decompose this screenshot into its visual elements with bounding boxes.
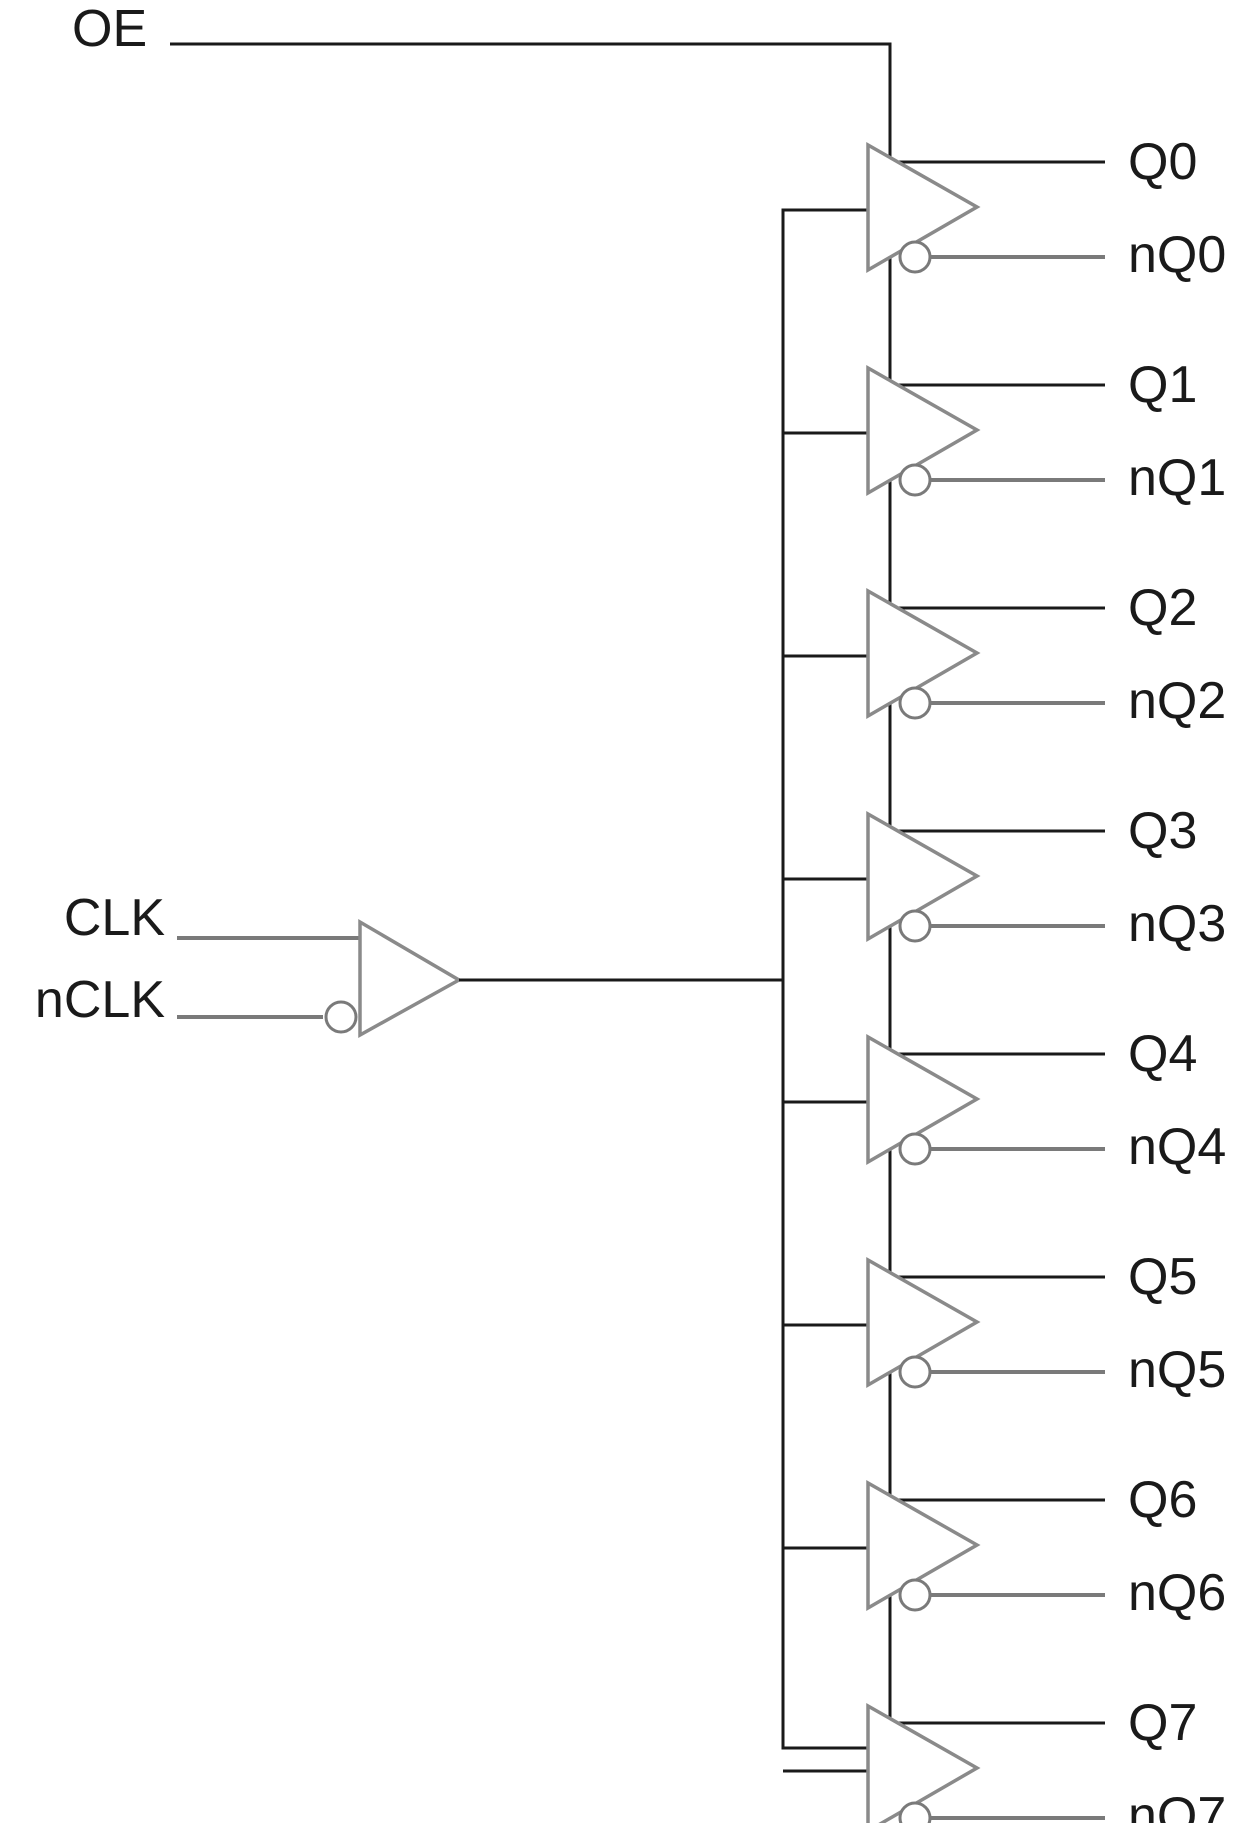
nq-output-label: nQ0: [1128, 226, 1226, 284]
q-output-label: Q5: [1128, 1248, 1197, 1306]
output-stage-5: Q5 nQ5: [783, 1248, 1226, 1399]
output-buffer: [866, 1033, 981, 1166]
clk-label: CLK: [64, 889, 165, 947]
nq-output-label: nQ5: [1128, 1341, 1226, 1399]
output-stage-2: Q2 nQ2: [783, 579, 1226, 730]
output-stage-6: Q6 nQ6: [783, 1471, 1226, 1622]
inversion-bubble: [898, 1801, 932, 1823]
oe-wire: [170, 42, 892, 1720]
output-stage-1: Q1 nQ1: [783, 356, 1226, 507]
q-output-label: Q7: [1128, 1694, 1197, 1752]
input-buffer: [358, 918, 463, 1038]
nq-output-label: nQ1: [1128, 449, 1226, 507]
q-output-label: Q4: [1128, 1025, 1197, 1083]
inversion-bubble: [898, 240, 932, 274]
output-stage-0: Q0 nQ0: [866, 133, 1226, 284]
inversion-bubble: [898, 909, 932, 943]
nclk-inversion-bubble: [324, 1000, 358, 1034]
nq-output-label: nQ4: [1128, 1118, 1226, 1176]
q-output-label: Q1: [1128, 356, 1197, 414]
output-buffer: [866, 1479, 981, 1612]
output-buffer: [866, 364, 981, 497]
q-output-label: Q3: [1128, 802, 1197, 860]
nq-output-label: nQ2: [1128, 672, 1226, 730]
inversion-bubble: [898, 1578, 932, 1612]
nclk-label: nCLK: [35, 971, 165, 1029]
output-buffer: [866, 141, 981, 274]
inversion-bubble: [898, 1355, 932, 1389]
output-stage-3: Q3 nQ3: [783, 802, 1226, 953]
inversion-bubble: [898, 463, 932, 497]
output-stage-7: Q7 nQ7: [783, 1694, 1226, 1823]
nq-output-label: nQ6: [1128, 1564, 1226, 1622]
q-output-label: Q6: [1128, 1471, 1197, 1529]
oe-label: OE: [72, 0, 147, 58]
inversion-bubble: [898, 1132, 932, 1166]
output-buffer: [866, 1702, 981, 1823]
q-output-label: Q2: [1128, 579, 1197, 637]
clock-bus: [781, 208, 868, 1750]
output-buffer: [866, 587, 981, 720]
q-output-label: Q0: [1128, 133, 1197, 191]
output-stage-4: Q4 nQ4: [783, 1025, 1226, 1176]
output-buffer: [866, 810, 981, 943]
nq-output-label: nQ7: [1128, 1787, 1226, 1823]
nq-output-label: nQ3: [1128, 895, 1226, 953]
output-buffer: [866, 1256, 981, 1389]
inversion-bubble: [898, 686, 932, 720]
